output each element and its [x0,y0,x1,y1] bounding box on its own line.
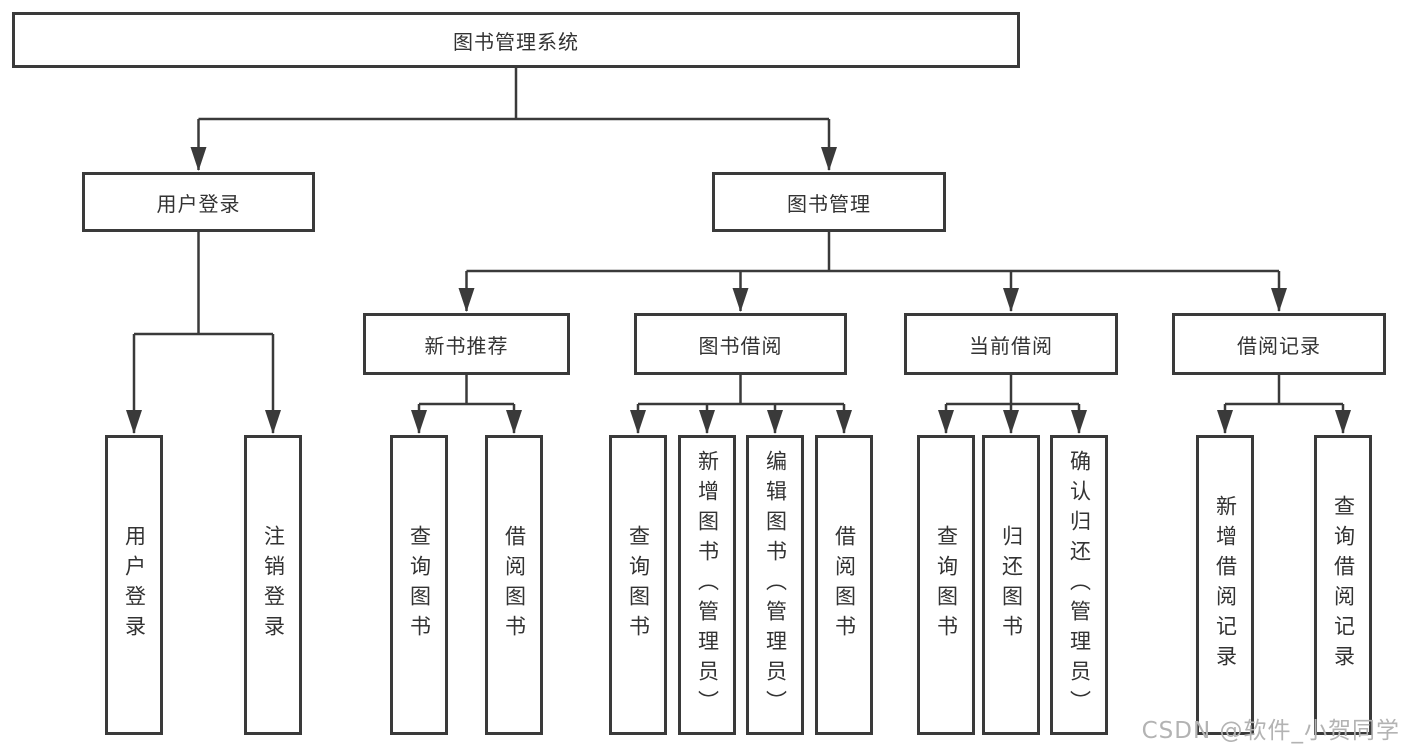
node-book-management: 图书管理 [712,172,946,232]
leaf-add-borrow-record: 新增借阅记录 [1196,435,1254,735]
connector-current-borrowing [938,375,1087,434]
connector-user-login [126,232,281,434]
leaf-logout-label: 注销登录 [261,525,286,645]
node-book-management-label: 图书管理 [787,191,871,216]
leaf-add-borrow-record-label: 新增借阅记录 [1213,495,1238,675]
node-root-label: 图书管理系统 [453,29,579,54]
leaf-confirm-return-admin-label: 确认归还（管理员） [1067,450,1092,720]
node-borrowing-records-label: 借阅记录 [1237,333,1321,358]
leaf-logout: 注销登录 [244,435,302,735]
node-book-borrowing-label: 图书借阅 [698,333,783,358]
watermark-text: CSDN @软件_小贺同学 [1141,718,1400,744]
leaf-query-books-borrowing: 查询图书 [609,435,667,735]
leaf-user-login-label: 用户登录 [122,525,147,645]
leaf-query-books-borrowing-label: 查询图书 [626,525,651,645]
node-current-borrowing: 当前借阅 [904,313,1118,375]
connector-root [190,68,837,171]
leaf-query-books-current: 查询图书 [917,435,975,735]
node-current-borrowing-label: 当前借阅 [969,333,1053,358]
leaf-borrow-books-recommend-label: 借阅图书 [502,525,527,645]
leaf-user-login: 用户登录 [105,435,163,735]
leaf-query-books-recommend-label: 查询图书 [407,525,432,645]
node-user-login: 用户登录 [82,172,315,232]
leaf-edit-books-admin: 编辑图书（管理员） [746,435,804,735]
leaf-add-books-admin-label: 新增图书（管理员） [695,450,720,720]
leaf-add-books-admin: 新增图书（管理员） [678,435,736,735]
connector-book-management [458,232,1287,312]
node-borrowing-records: 借阅记录 [1172,313,1386,375]
node-new-book-recommend: 新书推荐 [363,313,570,375]
leaf-confirm-return-admin: 确认归还（管理员） [1050,435,1108,735]
connector-new-book-recommend [411,375,522,434]
leaf-query-books-recommend: 查询图书 [390,435,448,735]
leaf-edit-books-admin-label: 编辑图书（管理员） [763,450,788,720]
node-book-borrowing: 图书借阅 [634,313,847,375]
leaf-borrow-books-borrowing-label: 借阅图书 [832,525,857,645]
node-user-login-label: 用户登录 [156,191,241,216]
leaf-return-books-label: 归还图书 [999,525,1024,645]
leaf-query-borrow-record: 查询借阅记录 [1314,435,1372,735]
leaf-borrow-books-recommend: 借阅图书 [485,435,543,735]
connector-borrowing-records [1217,375,1351,434]
node-new-book-recommend-label: 新书推荐 [424,333,509,358]
leaf-borrow-books-borrowing: 借阅图书 [815,435,873,735]
connector-book-borrowing [630,375,852,434]
leaf-query-borrow-record-label: 查询借阅记录 [1331,495,1356,675]
leaf-return-books: 归还图书 [982,435,1040,735]
leaf-query-books-current-label: 查询图书 [934,525,959,645]
node-root: 图书管理系统 [12,12,1020,68]
